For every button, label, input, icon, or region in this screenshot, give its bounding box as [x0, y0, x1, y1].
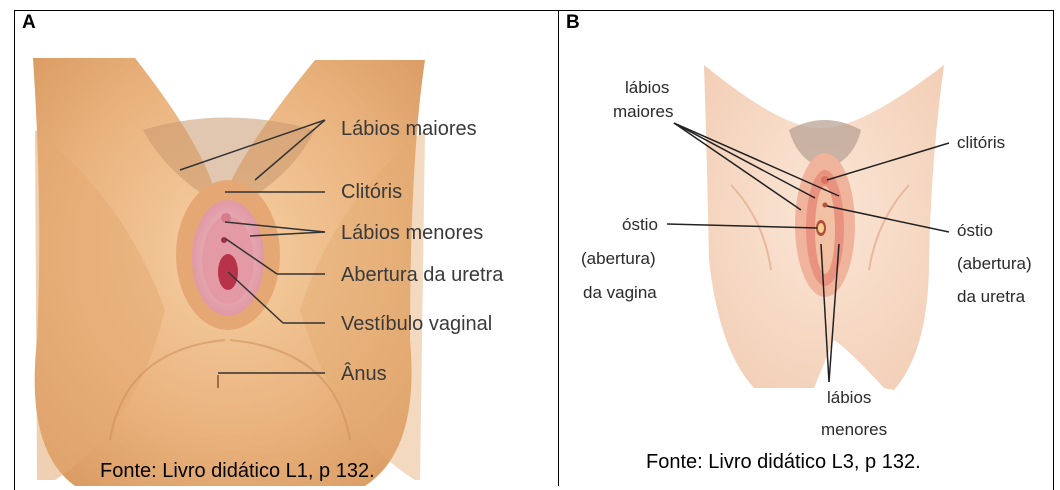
panel-a: Lábios maiores Clitóris Lábios menores A… — [15, 10, 558, 486]
label-ostio-vagina-b-line3: da vagina — [583, 283, 657, 302]
label-clitoris-a: Clitóris — [341, 181, 402, 203]
urethra-shape-b — [823, 203, 828, 208]
label-ostio-uretra-b-line2: (abertura) — [957, 254, 1032, 273]
panel-b-caption: Fonte: Livro didático L3, p 132. — [646, 451, 921, 474]
label-ostio-uretra-b-line1: óstio — [957, 221, 993, 240]
label-labios-maiores-a: Lábios maiores — [341, 118, 477, 140]
label-abertura-uretra-a: Abertura da uretra — [341, 264, 504, 286]
label-vestibulo-a: Vestíbulo vaginal — [341, 313, 492, 335]
label-labios-maiores-b-line1: lábios — [625, 78, 669, 97]
label-anus-a: Ânus — [341, 362, 387, 385]
label-labios-menores-a: Lábios menores — [341, 222, 483, 244]
urethra-shape — [221, 237, 227, 243]
panel-b: lábios maiores clitóris óstio (abertura)… — [559, 10, 1053, 486]
label-labios-maiores-b-line2: maiores — [613, 102, 673, 121]
panel-a-caption: Fonte: Livro didático L1, p 132. — [100, 460, 375, 483]
label-labios-menores-b-line1: lábios — [827, 388, 871, 407]
label-labios-menores-b-line2: menores — [821, 420, 887, 439]
label-clitoris-b: clitóris — [957, 133, 1005, 152]
label-ostio-vagina-b-line1: óstio — [622, 215, 658, 234]
label-ostio-uretra-b-line3: da uretra — [957, 287, 1026, 306]
label-ostio-vagina-b-line2: (abertura) — [581, 249, 656, 268]
panel-a-illustration: Lábios maiores Clitóris Lábios menores A… — [15, 10, 558, 486]
panel-b-illustration: lábios maiores clitóris óstio (abertura)… — [559, 10, 1053, 486]
panel-b-letter: B — [566, 12, 580, 34]
panel-a-letter: A — [22, 12, 36, 34]
